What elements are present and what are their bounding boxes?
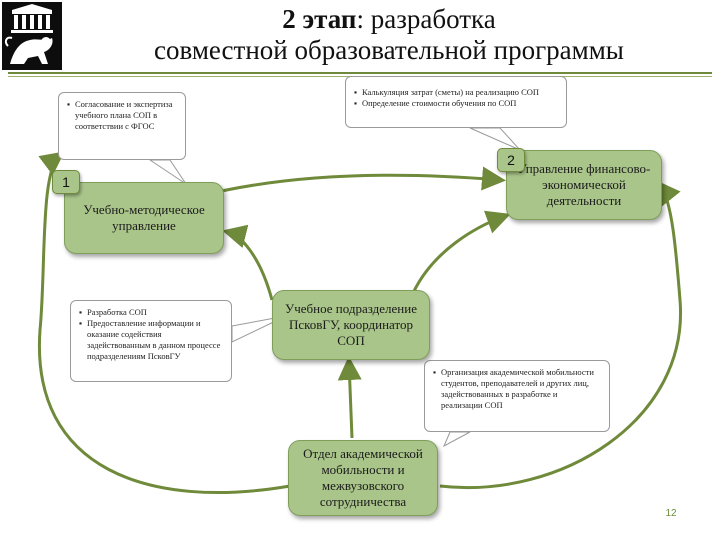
- arrow-sub-to-umu: [222, 224, 274, 301]
- node-finance: Управление финансово-экономической деяте…: [506, 150, 662, 220]
- title-rule: [8, 72, 712, 74]
- node-finance-label: Управление финансово-экономической деяте…: [517, 161, 651, 208]
- badge-one: 1: [52, 170, 80, 194]
- arrow-dept-to-sub: [337, 356, 362, 439]
- note-costing-item-2: Определение стоимости обучения по СОП: [354, 98, 558, 109]
- university-logo: [2, 2, 62, 70]
- badge-two: 2: [497, 148, 525, 172]
- note-mobility-tail: [442, 431, 471, 448]
- note-mobility-item: Организация академической мобильности ст…: [433, 367, 601, 411]
- note-approval-tail: [148, 159, 187, 185]
- node-sub: Учебное подразделение ПсковГУ, координат…: [272, 290, 430, 360]
- arrow-umu-to-finance: [199, 166, 506, 198]
- slide-title: 2 этап: разработка совместной образовате…: [62, 4, 716, 66]
- note-approval-item: Согласование и экспертиза учебного плана…: [67, 99, 177, 132]
- note-mobility: Организация академической мобильности ст…: [424, 360, 610, 432]
- note-costing: Калькуляция затрат (сметы) на реализацию…: [345, 76, 567, 128]
- note-approval: Согласование и экспертиза учебного плана…: [58, 92, 186, 160]
- note-development-item-1: Разработка СОП: [79, 307, 223, 318]
- node-umu: Учебно-методическое управление: [64, 182, 224, 254]
- note-development: Разработка СОП Предоставление информации…: [70, 300, 232, 382]
- arrow-dept-to-finance: [439, 180, 682, 489]
- node-dept-label: Отдел академической мобильности и межвуз…: [303, 446, 423, 509]
- note-costing-item-1: Калькуляция затрат (сметы) на реализацию…: [354, 87, 558, 98]
- node-umu-label: Учебно-методическое управление: [83, 202, 205, 233]
- node-dept: Отдел академической мобильности и межвуз…: [288, 440, 438, 516]
- note-costing-tail: [469, 127, 521, 151]
- arrow-sub-to-finance: [408, 210, 511, 301]
- title-line2: совместной образовательной программы: [154, 35, 624, 65]
- page-number: 12: [665, 508, 677, 519]
- note-development-item-2: Предоставление информации и оказание сод…: [79, 318, 223, 362]
- title-stage: 2 этап: [282, 4, 357, 34]
- arrow-dept-to-umu: [37, 151, 291, 494]
- title-rest: : разработка: [356, 4, 496, 34]
- node-sub-label: Учебное подразделение ПсковГУ, координат…: [285, 301, 417, 348]
